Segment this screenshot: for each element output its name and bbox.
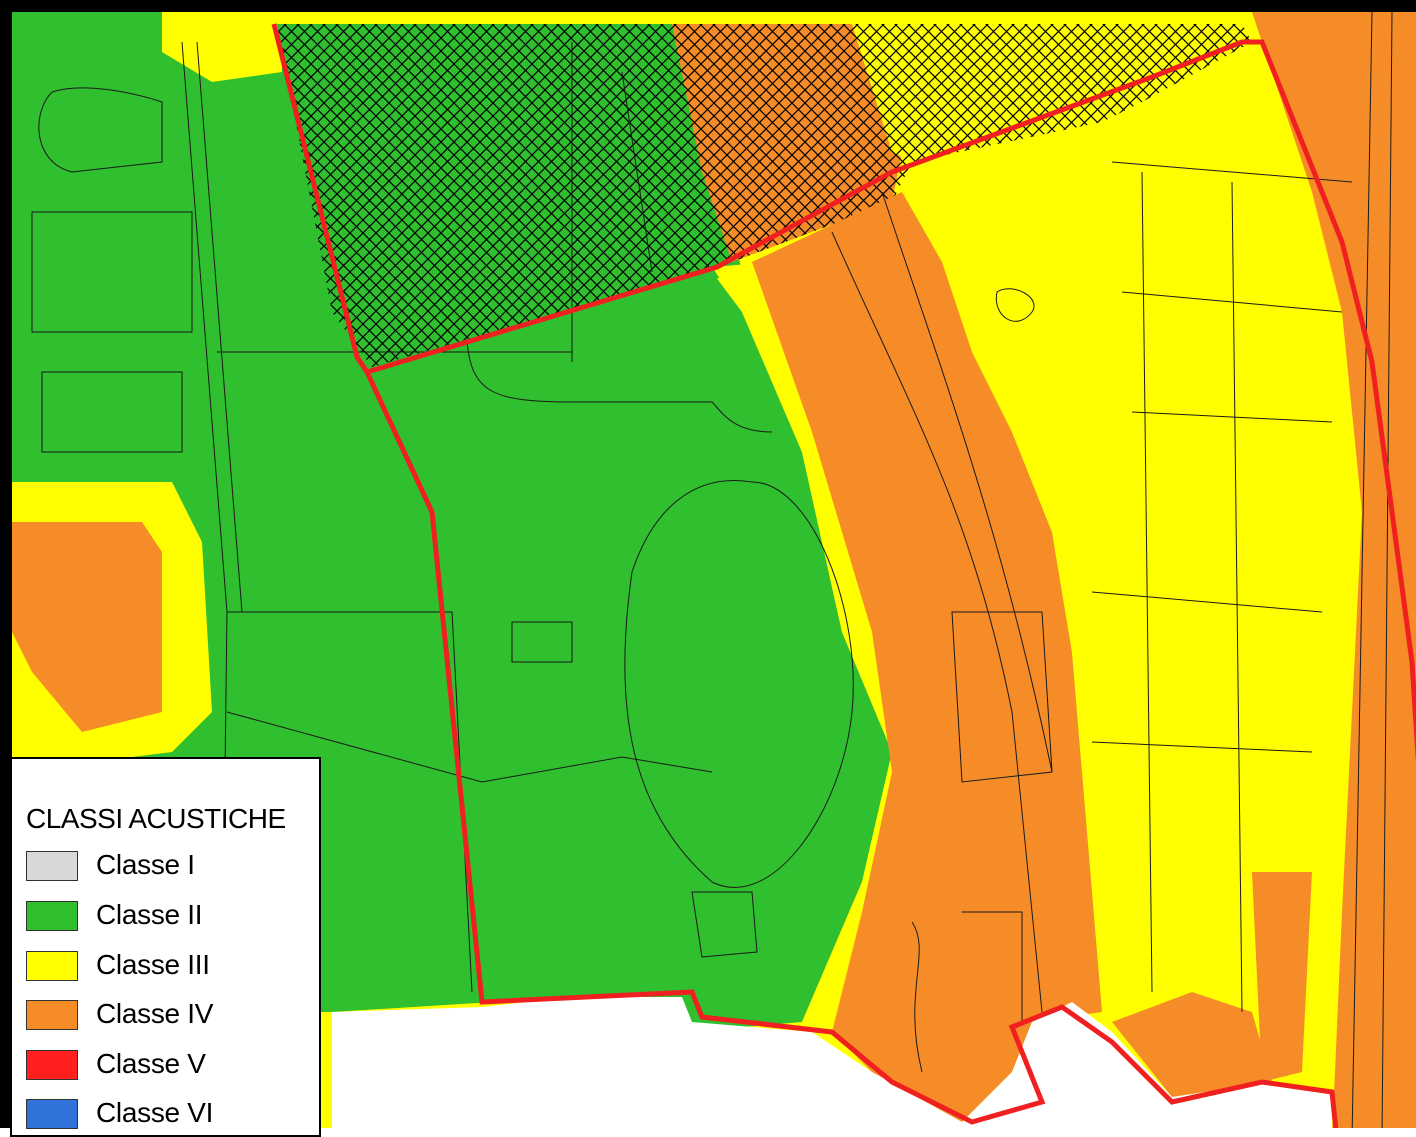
legend-swatch-classe-vi [26, 1099, 78, 1129]
zone-orange-west [12, 522, 162, 732]
zone-orange-east [1252, 12, 1416, 1128]
zone-yellow-north-west [162, 12, 282, 82]
legend-label: Classe VI [96, 1097, 214, 1128]
legend-swatch-classe-ii [26, 901, 78, 931]
map-legend: CLASSI ACUSTICHE Classe I Classe II Clas… [10, 757, 321, 1137]
legend-swatch-classe-iii [26, 951, 78, 981]
zone-orange-south-center [1252, 872, 1312, 1082]
zone-unclassified-south [332, 997, 1332, 1128]
legend-title: CLASSI ACUSTICHE [26, 803, 286, 834]
legend-label: Classe IV [96, 998, 214, 1029]
zone-orange-south-east [1112, 992, 1272, 1097]
legend-label: Classe II [96, 899, 203, 930]
legend-swatch-classe-iv [26, 1000, 78, 1030]
parcel-outlines [31, 12, 1393, 1128]
zone-orange-corridor [752, 192, 1102, 1122]
legend-swatch-classe-v [26, 1050, 78, 1080]
legend-label: Classe III [96, 949, 210, 980]
legend-swatch-classe-i [26, 851, 78, 881]
boundary-line [271, 23, 1416, 1128]
map-canvas [12, 12, 1416, 1128]
legend-label: Classe V [96, 1048, 206, 1079]
hatch-overlay [277, 24, 1252, 367]
legend-label: Classe I [96, 849, 195, 880]
